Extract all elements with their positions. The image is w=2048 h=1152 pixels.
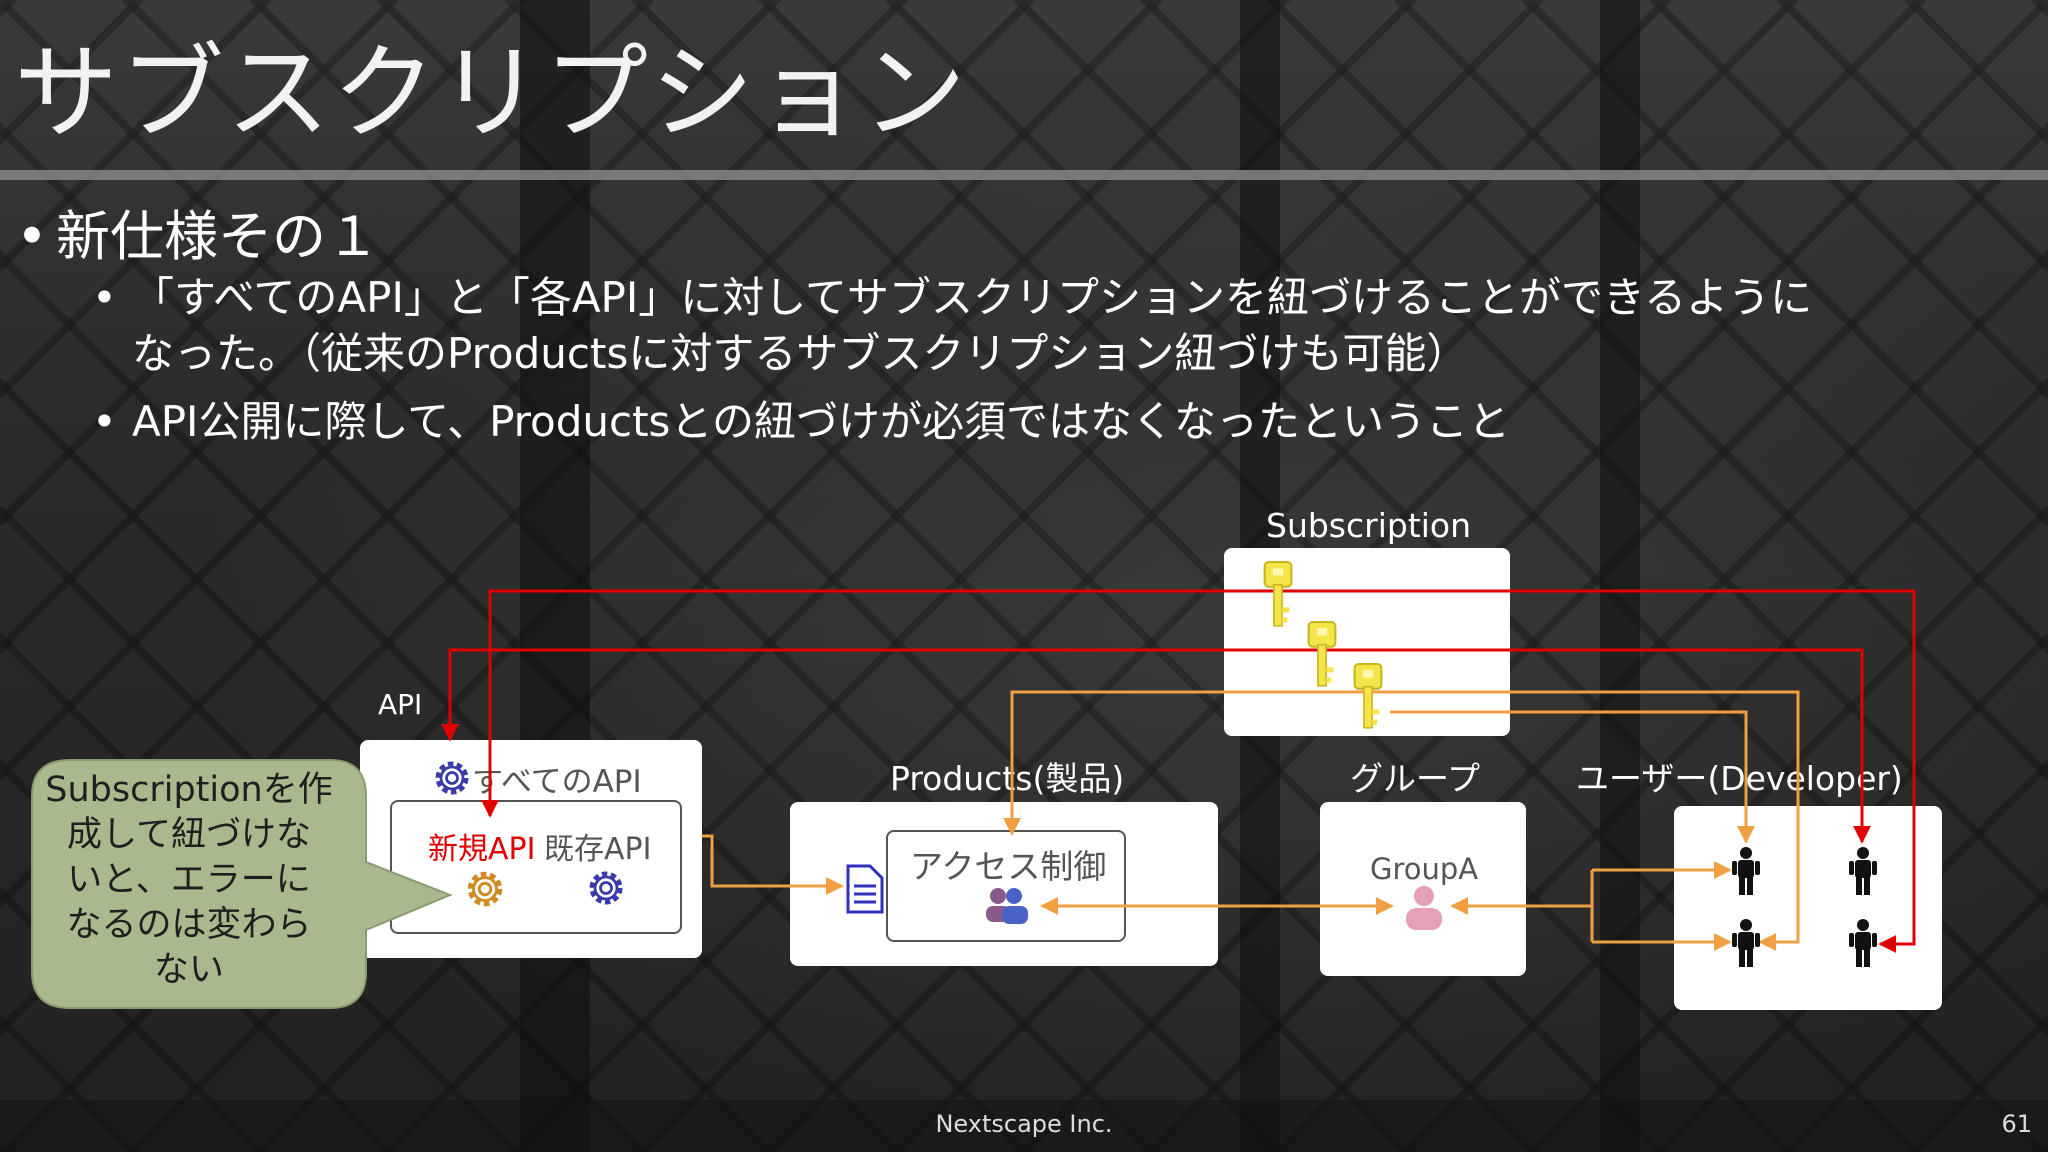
footer-bar [0, 1100, 2048, 1152]
callout-bubble [31, 759, 453, 1009]
document-icon [846, 864, 884, 914]
developer-person-icon [1849, 919, 1877, 967]
background-post [1600, 0, 1640, 1152]
sub-bullet-2: • API公開に際して、Productsとの紐づけが必須ではなくなったということ [92, 394, 1510, 450]
subscription-key-icon [1307, 620, 1337, 687]
subscription-key-icon [1353, 662, 1383, 729]
api-inner-box: 新規API 既存API [390, 800, 682, 934]
all-api-gear-icon [438, 764, 467, 793]
bullet-1-text: 新仕様その１ [56, 205, 380, 268]
callout-text: Subscriptionを作 成して紐づけな いと、エラーに なるのは変わら な… [34, 768, 344, 993]
developer-person-icon [1732, 847, 1760, 895]
callout-line: なるのは変わら [66, 905, 312, 945]
sub-bullet-1-line-2: なった。（従来のProductsに対するサブスクリプション紐づけも可能） [132, 329, 1469, 378]
users-label: ユーザー(Developer) [1576, 759, 1903, 798]
existing-api-label: 既存API [544, 832, 652, 867]
users-group-icon [986, 888, 1028, 924]
sub-bullet-1-cont: なった。（従来のProductsに対するサブスクリプション紐づけも可能） [132, 326, 1468, 382]
red-connection-lines [441, 589, 1916, 953]
callout-line: Subscriptionを作 [45, 770, 333, 810]
users-box [1674, 806, 1942, 1010]
group-label: グループ [1350, 759, 1481, 798]
sub-bullet-1-line-1: 「すべてのAPI」と「各API」に対してサブスクリプションを紐づけることができる… [132, 273, 1813, 322]
developer-person-icon [1849, 847, 1877, 895]
callout-line: ない [153, 950, 224, 990]
bullet-1: •新仕様その１ [16, 192, 380, 271]
sub-bullet-1: • 「すべてのAPI」と「各API」に対してサブスクリプションを紐づけることができ… [92, 270, 1812, 326]
group-person-icon [1406, 886, 1442, 930]
api-box: すべてのAPI 新規API 既存API [360, 740, 702, 958]
access-control-label: アクセス制御 [910, 847, 1107, 886]
callout-line: いと、エラーに [67, 860, 311, 900]
bullet-dot: • [16, 205, 48, 268]
slide-title: サブスクリプション [14, 32, 969, 154]
subscription-label: Subscription [1266, 506, 1472, 545]
orange-connection-lines [702, 690, 1800, 951]
group-a-label: GroupA [1370, 852, 1479, 886]
title-divider [0, 170, 2048, 180]
background-post [520, 0, 590, 1152]
all-api-label: すべてのAPI [472, 764, 642, 800]
products-label: Products(製品) [890, 759, 1125, 798]
api-label: API [378, 688, 423, 721]
bullet-dot: • [92, 397, 117, 446]
bullet-dot: • [92, 273, 117, 322]
new-api-gear-icon [470, 874, 500, 904]
footer-company: Nextscape Inc. [935, 1110, 1113, 1138]
subscription-key-icon [1263, 560, 1293, 627]
callout-line: 成して紐づけな [67, 815, 311, 855]
existing-api-gear-icon [592, 874, 621, 903]
sub-bullet-2-text: API公開に際して、Productsとの紐づけが必須ではなくなったということ [132, 397, 1511, 446]
page-number: 61 [2001, 1110, 2032, 1138]
new-api-label: 新規API [428, 832, 536, 867]
access-control-box: アクセス制御 [886, 830, 1126, 942]
developer-person-icon [1732, 919, 1760, 967]
